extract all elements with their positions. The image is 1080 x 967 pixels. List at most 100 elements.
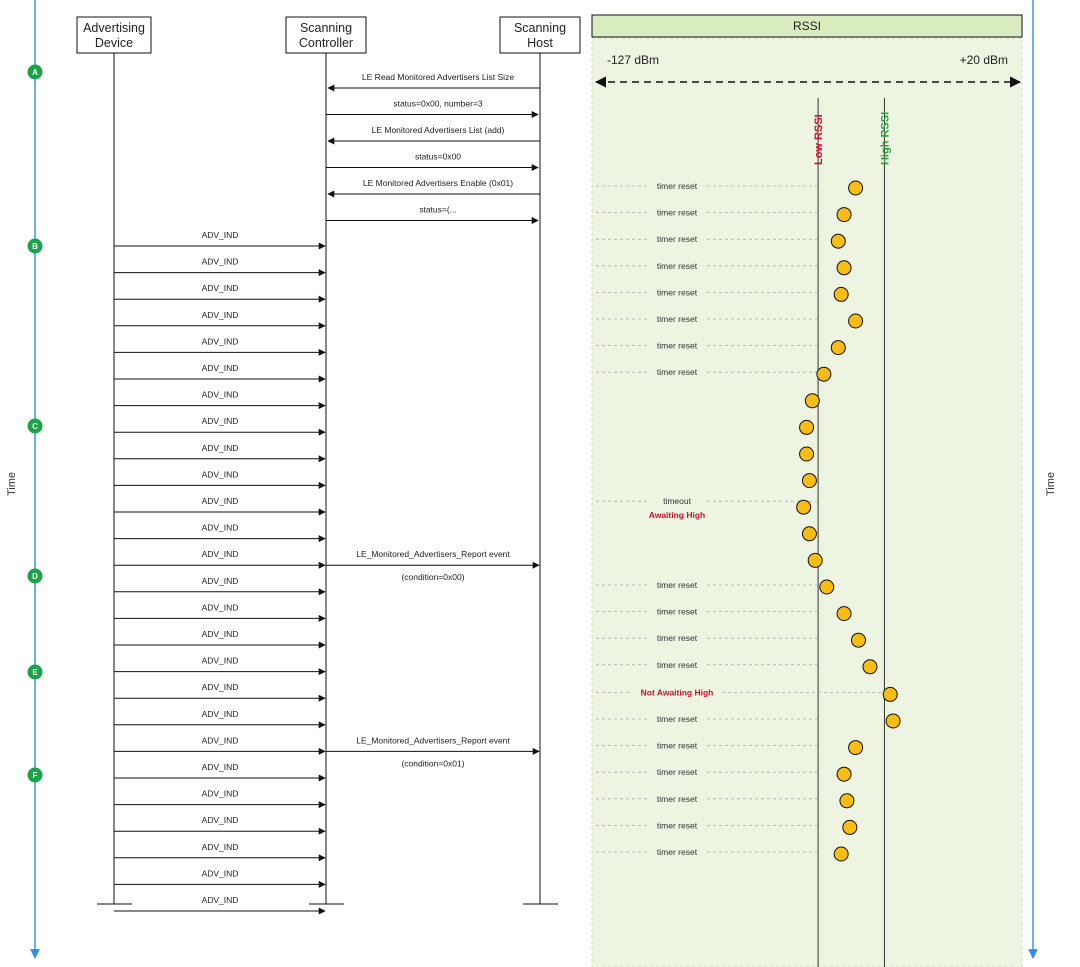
adv-ind-label: ADV_IND <box>202 762 239 772</box>
timer-reset-label: timer reset <box>657 287 698 297</box>
report-event-condition: (condition=0x00) <box>401 572 464 582</box>
timer-reset-label: timer reset <box>657 208 698 218</box>
participant-scanning-controller: Scanning Controller <box>285 16 367 54</box>
timer-reset-label: timer reset <box>657 607 698 617</box>
phase-badge <box>27 418 43 434</box>
rssi-sample-point <box>839 793 855 809</box>
rssi-sample-point <box>801 526 817 542</box>
participant-scanning-controller-line1: Scanning <box>300 21 352 35</box>
phase-badge <box>27 664 43 680</box>
phase-badge-label: F <box>33 771 38 780</box>
rssi-sample-point <box>819 579 835 595</box>
adv-ind-label: ADV_IND <box>202 230 239 240</box>
time-label-right: Time <box>1045 472 1057 496</box>
time-label-left: Time <box>6 472 18 496</box>
timer-reset-label: timer reset <box>657 367 698 377</box>
rssi-sample-point <box>830 340 846 356</box>
timer-reset-label: timer reset <box>657 234 698 244</box>
rssi-sample-point <box>848 313 864 329</box>
adv-ind-label: ADV_IND <box>202 629 239 639</box>
rssi-header <box>591 14 1023 38</box>
setup-message-label: LE Monitored Advertisers Enable (0x01) <box>363 178 513 188</box>
diagram-content: LE Read Monitored Advertisers List Sizes… <box>27 64 901 915</box>
adv-ind-label: ADV_IND <box>202 815 239 825</box>
phase-badge <box>27 568 43 584</box>
adv-ind-label: ADV_IND <box>202 257 239 267</box>
adv-ind-label: ADV_IND <box>202 523 239 533</box>
adv-ind-label: ADV_IND <box>202 469 239 479</box>
low-rssi-label: Low RSSI <box>813 114 825 165</box>
rssi-max-label: +20 dBm <box>960 53 1008 67</box>
participant-advertising-device-line2: Device <box>95 36 133 50</box>
participant-scanning-host-line2: Host <box>527 36 553 50</box>
adv-ind-label: ADV_IND <box>202 416 239 426</box>
rssi-sample-point <box>833 286 849 302</box>
phase-badge-label: D <box>32 572 38 581</box>
rssi-sample-point <box>836 766 852 782</box>
rssi-sample-point <box>885 713 901 729</box>
adv-ind-label: ADV_IND <box>202 496 239 506</box>
adv-ind-label: ADV_IND <box>202 602 239 612</box>
rssi-title: RSSI <box>793 19 821 33</box>
adv-ind-label: ADV_IND <box>202 576 239 586</box>
timer-reset-label: timer reset <box>657 261 698 271</box>
adv-ind-label: ADV_IND <box>202 656 239 666</box>
phase-badge-label: B <box>32 242 38 251</box>
timer-reset-label: timer reset <box>657 767 698 777</box>
phase-badge-label: E <box>32 668 38 677</box>
setup-message-label: status=(... <box>419 205 457 215</box>
participant-scanning-host-line1: Scanning <box>514 21 566 35</box>
participant-scanning-host: Scanning Host <box>499 16 581 54</box>
timer-reset-label: timer reset <box>657 660 698 670</box>
phase-badge <box>27 64 43 80</box>
rssi-sample-point <box>833 846 849 862</box>
timer-reset-label: timer reset <box>657 741 698 751</box>
report-event-label: LE_Monitored_Advertisers_Report event <box>356 549 510 559</box>
setup-message-label: LE Monitored Advertisers List (add) <box>372 125 505 135</box>
phase-badge <box>27 767 43 783</box>
rssi-sample-point <box>796 499 812 515</box>
rssi-sample-point <box>799 419 815 435</box>
adv-ind-label: ADV_IND <box>202 443 239 453</box>
phase-badge <box>27 238 43 254</box>
rssi-sample-point <box>848 740 864 756</box>
report-event-condition: (condition=0x01) <box>401 758 464 768</box>
timer-reset-label: timer reset <box>657 580 698 590</box>
participant-scanning-controller-line2: Controller <box>299 36 353 50</box>
adv-ind-label: ADV_IND <box>202 842 239 852</box>
phase-badge-label: C <box>32 422 38 431</box>
adv-ind-label: ADV_IND <box>202 363 239 373</box>
awaiting-status-label: Awaiting High <box>649 510 706 520</box>
participant-advertising-device-line1: Advertising <box>83 21 145 35</box>
adv-ind-label: ADV_IND <box>202 283 239 293</box>
adv-ind-label: ADV_IND <box>202 709 239 719</box>
rssi-sample-point <box>862 659 878 675</box>
setup-message-label: status=0x00 <box>415 152 461 162</box>
adv-ind-label: ADV_IND <box>202 682 239 692</box>
timer-reset-label: timer reset <box>657 820 698 830</box>
timer-reset-label: timer reset <box>657 341 698 351</box>
rssi-sample-point <box>830 233 846 249</box>
timer-reset-label: timer reset <box>657 181 698 191</box>
adv-ind-label: ADV_IND <box>202 735 239 745</box>
rssi-sample-point <box>882 686 898 702</box>
adv-ind-label: ADV_IND <box>202 895 239 905</box>
rssi-sample-point <box>836 260 852 276</box>
participant-advertising-device: Advertising Device <box>76 16 152 54</box>
rssi-sample-point <box>836 606 852 622</box>
timer-reset-label: timer reset <box>657 633 698 643</box>
rssi-sample-point <box>836 207 852 223</box>
rssi-min-label: -127 dBm <box>607 53 659 67</box>
adv-ind-label: ADV_IND <box>202 789 239 799</box>
adv-ind-label: ADV_IND <box>202 549 239 559</box>
timer-reset-label: timer reset <box>657 314 698 324</box>
rssi-sample-point <box>848 180 864 196</box>
high-rssi-label: High RSSI <box>879 112 891 165</box>
adv-ind-label: ADV_IND <box>202 868 239 878</box>
rssi-sample-point <box>842 819 858 835</box>
rssi-sample-point <box>850 632 866 648</box>
timer-reset-label: timer reset <box>657 847 698 857</box>
setup-message-label: status=0x00, number=3 <box>393 99 483 109</box>
